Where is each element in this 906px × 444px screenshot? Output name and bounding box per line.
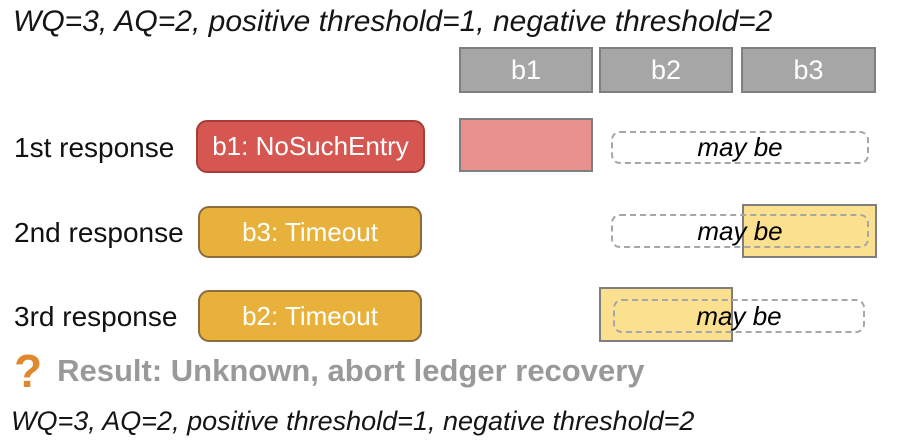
response-badge-b1-nosuchentry: b1: NoSuchEntry: [196, 120, 425, 173]
response-badge-b2-timeout: b2: Timeout: [198, 290, 422, 342]
negative-response-cell-b1: [459, 118, 593, 172]
row-label-3rd-response: 3rd response: [14, 301, 178, 332]
row-label-2nd-response: 2nd response: [14, 217, 184, 248]
timeout-response-cell-b3: [742, 204, 877, 258]
row-label-1st-response: 1st response: [14, 132, 175, 163]
result-text: Result: Unknown, abort ledger recovery: [57, 353, 645, 388]
question-mark-icon: ?: [14, 345, 43, 397]
bookie-header-b1: b1: [459, 47, 593, 93]
maybe-box-row1: may be: [611, 131, 869, 164]
quorum-settings-note-bottom: WQ=3, AQ=2, positive threshold=1, negati…: [11, 406, 695, 436]
maybe-box-row2: may be: [611, 214, 869, 248]
quorum-settings-note-top: WQ=3, AQ=2, positive threshold=1, negati…: [13, 5, 773, 38]
result-line: ? Result: Unknown, abort ledger recovery: [14, 348, 645, 394]
bookie-header-b2: b2: [599, 47, 733, 93]
bookie-header-b2-label: b2: [650, 54, 682, 85]
maybe-label-row3: may be: [696, 300, 782, 331]
maybe-label-row2: may be: [697, 215, 783, 246]
maybe-box-row3: may be: [613, 299, 865, 333]
maybe-label-row1: may be: [697, 132, 783, 162]
bookie-header-b3-label: b3: [793, 54, 824, 85]
response-badge-b3-timeout: b3: Timeout: [198, 206, 422, 258]
bookie-header-b1-label: b1: [510, 54, 542, 85]
bookie-header-b3: b3: [741, 47, 876, 93]
